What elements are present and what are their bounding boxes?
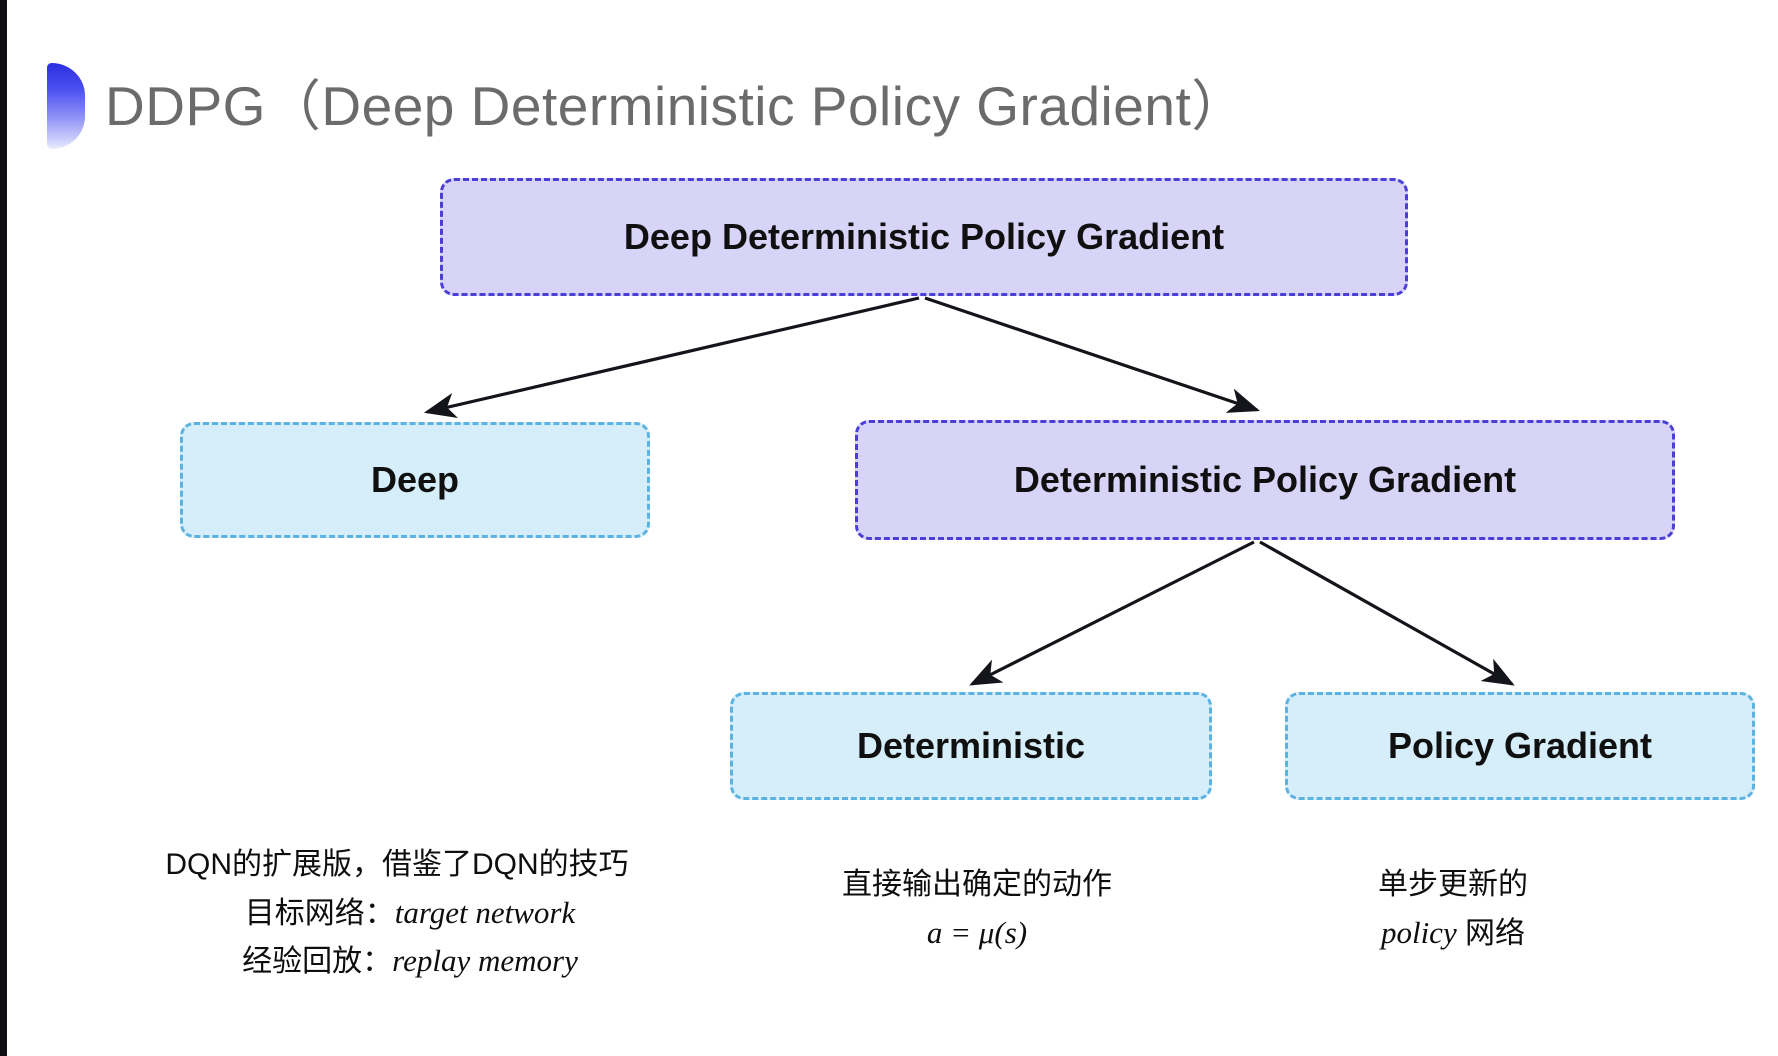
caption-deep-line2: 目标网络：target network xyxy=(117,889,677,938)
caption-policy-gradient-line2-suffix: 网络 xyxy=(1456,916,1526,950)
caption-deterministic: 直接输出确定的动作 a = μ(s) xyxy=(767,862,1187,957)
node-deterministic[interactable]: Deterministic xyxy=(730,692,1212,800)
node-label: Deterministic Policy Gradient xyxy=(1013,459,1517,501)
node-label: Deterministic xyxy=(856,725,1086,767)
node-deep-deterministic-policy-gradient[interactable]: Deep Deterministic Policy Gradient xyxy=(440,178,1408,296)
caption-deterministic-formula: a = μ(s) xyxy=(926,914,1028,950)
edge-dpg-to-policy-gradient xyxy=(1259,540,1515,686)
caption-deep-line3-value: replay memory xyxy=(392,943,578,978)
caption-policy-gradient-line2: policy 网络 xyxy=(1275,909,1631,958)
caption-deep-line2-label: 目标网络： xyxy=(244,896,395,930)
caption-policy-gradient-line1: 单步更新的 xyxy=(1378,868,1528,901)
edge-dpg-to-deterministic xyxy=(969,540,1255,686)
caption-deep-line3: 经验回放：replay memory xyxy=(117,937,677,986)
page-title-text: DDPG（Deep Deterministic Policy Gradient） xyxy=(105,74,1247,137)
caption-policy-gradient: 单步更新的 policy 网络 xyxy=(1275,862,1631,957)
edge-root-to-dpg xyxy=(924,296,1261,413)
title-bullet-shape-icon xyxy=(47,63,85,149)
edge-root-to-deep xyxy=(423,296,920,418)
caption-deep-line1: DQN的扩展版，借鉴了DQN的技巧 xyxy=(165,848,629,881)
caption-deep-line2-value: target network xyxy=(394,894,576,930)
node-label: Deep Deterministic Policy Gradient xyxy=(623,216,1225,258)
caption-policy-gradient-line2-value: policy xyxy=(1380,914,1457,950)
node-policy-gradient[interactable]: Policy Gradient xyxy=(1285,692,1755,800)
caption-deep-line3-label: 经验回放： xyxy=(242,945,393,978)
node-label: Policy Gradient xyxy=(1387,725,1653,767)
caption-deterministic-line1: 直接输出确定的动作 xyxy=(842,868,1112,901)
node-label: Deep xyxy=(370,459,460,501)
node-deterministic-policy-gradient[interactable]: Deterministic Policy Gradient xyxy=(855,420,1675,540)
page-title: DDPG（Deep Deterministic Policy Gradient） xyxy=(47,58,1247,154)
node-deep[interactable]: Deep xyxy=(180,422,650,538)
caption-deep: DQN的扩展版，借鉴了DQN的技巧 目标网络：target network 经验… xyxy=(117,842,677,986)
